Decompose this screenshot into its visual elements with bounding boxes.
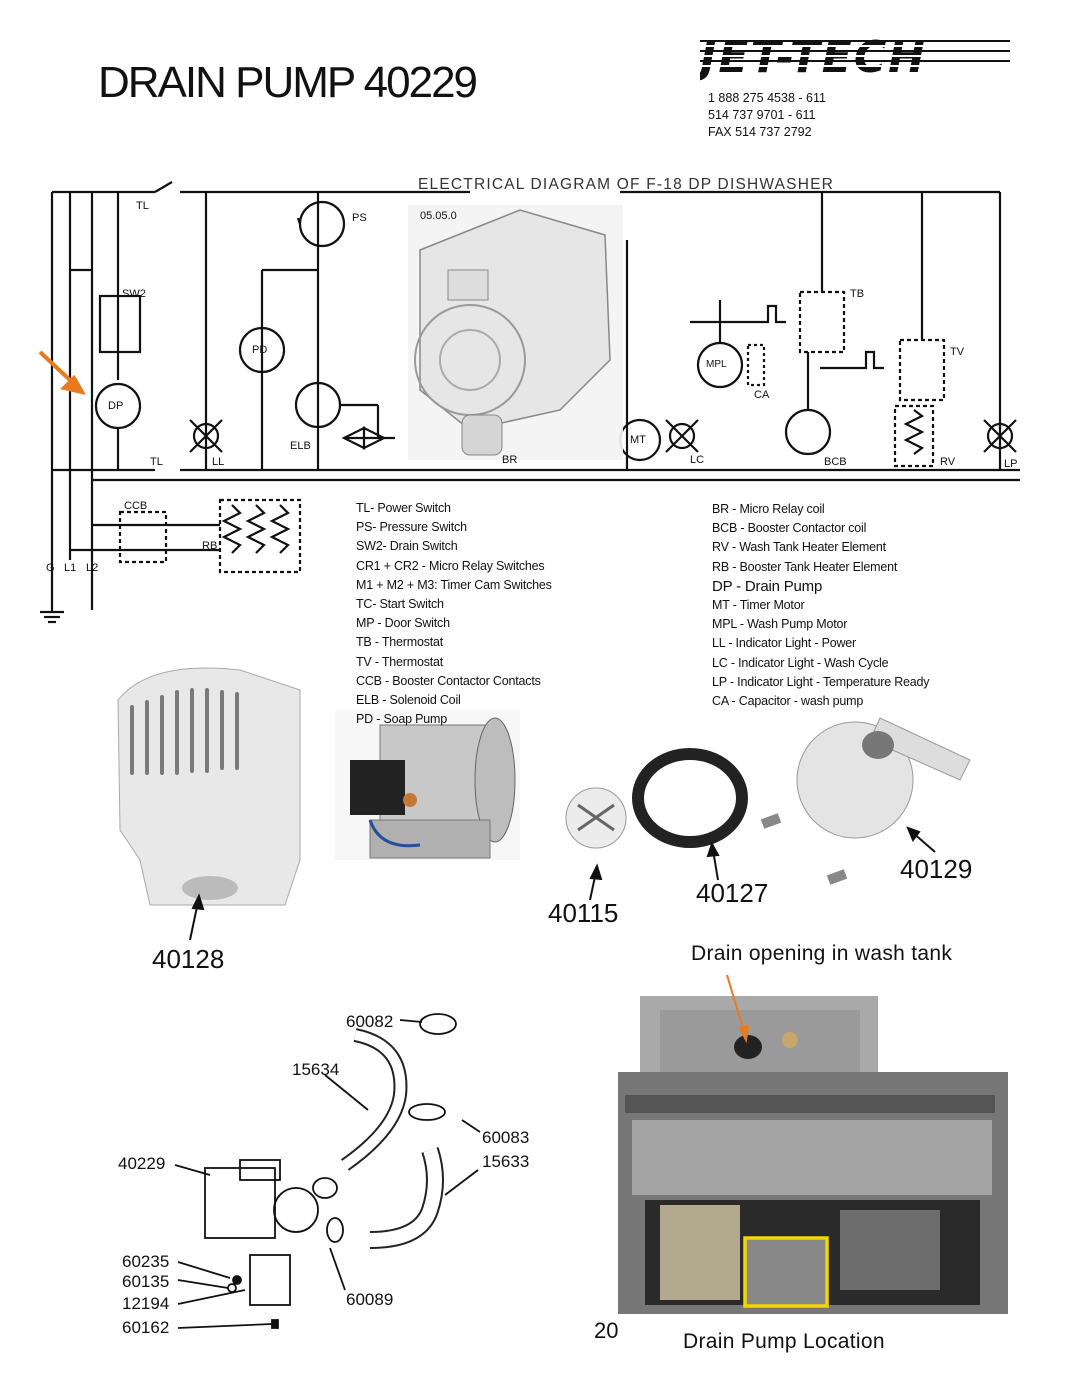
exploded-label: 60135: [122, 1272, 170, 1291]
legend-item: ELB - Solenoid Coil: [356, 693, 461, 708]
label-mt: MT: [630, 434, 646, 446]
orange-arrow: [38, 350, 86, 395]
exploded-label: 15634: [292, 1060, 340, 1079]
exploded-label: 60089: [346, 1290, 394, 1309]
legend-item: SW2- Drain Switch: [356, 539, 458, 554]
impeller-photo: [565, 787, 627, 849]
legend-item: MP - Door Switch: [356, 616, 450, 631]
label-rb: RB: [202, 540, 218, 552]
legend-item: M1 + M2 + M3: Timer Cam Switches: [356, 577, 552, 592]
part-number-40128: 40128: [152, 944, 225, 974]
label-tl-top: TL: [136, 200, 149, 212]
label-tv: TV: [950, 346, 965, 358]
exploded-label: 60082: [346, 1012, 394, 1031]
exploded-label: 60083: [482, 1128, 530, 1147]
legend-item: BCB - Booster Contactor coil: [712, 521, 867, 536]
legend-item: LL - Indicator Light - Power: [712, 636, 857, 651]
page-title: DRAIN PUMP 40229: [98, 58, 478, 107]
tank-photo: [618, 996, 1008, 1314]
exploded-label: 12194: [122, 1294, 170, 1313]
label-sw2: SW2: [122, 288, 146, 300]
label-ccb: CCB: [124, 500, 148, 512]
cover-photo-40128: [117, 667, 301, 906]
label-ps: PS: [352, 212, 367, 224]
label-g: G: [46, 562, 55, 574]
label-l1: L1: [64, 562, 77, 574]
legend-item: CA - Capacitor - wash pump: [712, 694, 864, 709]
label-pd: PD: [252, 344, 268, 356]
legend-item: TC- Start Switch: [356, 597, 444, 612]
label-ca: CA: [754, 389, 770, 401]
label-code: 05.05.0: [420, 210, 457, 222]
tank-arrow: [726, 974, 750, 1044]
label-dp: DP: [108, 400, 124, 412]
legend-item: LC - Indicator Light - Wash Cycle: [712, 655, 889, 670]
label-elb: ELB: [290, 440, 311, 452]
legend-item: CCB - Booster Contactor Contacts: [356, 673, 541, 688]
exploded-label: 40229: [118, 1154, 166, 1173]
label-mpl: MPL: [706, 359, 727, 370]
legend-item: BR - Micro Relay coil: [712, 502, 825, 516]
caption-drain-location: Drain Pump Location: [683, 1330, 885, 1353]
wiring-diagram: [40, 181, 1020, 624]
legend-item: MPL - Wash Pump Motor: [712, 617, 848, 632]
exploded-label: 60235: [122, 1252, 170, 1271]
legend-item: RB - Booster Tank Heater Element: [712, 559, 898, 574]
part-number-40115: 40115: [548, 898, 619, 928]
legend-item: LP - Indicator Light - Temperature Ready: [712, 674, 930, 689]
legend-item: PD - Soap Pump: [356, 712, 447, 727]
label-tb: TB: [850, 288, 865, 300]
part-number-40129: 40129: [900, 854, 973, 884]
label-tl-bottom: TL: [150, 456, 163, 468]
legend-item: TL- Power Switch: [356, 501, 451, 515]
label-rv: RV: [940, 456, 956, 468]
legend-right: BR - Micro Relay coil BCB - Booster Cont…: [712, 500, 930, 711]
label-br: BR: [502, 454, 518, 466]
exploded-view: [174, 1013, 481, 1329]
phone-2: 514 737 9701 - 611: [708, 108, 816, 122]
label-ll: LL: [212, 456, 225, 468]
fax: FAX 514 737 2792: [708, 125, 812, 139]
jet-tech-logo: JET-TECH: [692, 28, 1020, 87]
phone-1: 1 888 275 4538 - 611: [708, 91, 826, 105]
legend-item: DP - Drain Pump: [712, 577, 823, 595]
legend-item: MT - Timer Motor: [712, 598, 805, 613]
part-number-40127: 40127: [696, 878, 769, 908]
page-number: 20: [594, 1318, 619, 1343]
legend-item: TB - Thermostat: [356, 635, 444, 650]
legend-item: TV - Thermostat: [356, 654, 444, 669]
label-bcb: BCB: [824, 456, 847, 468]
caption-drain-opening: Drain opening in wash tank: [691, 942, 953, 965]
contact-block: 1 888 275 4538 - 611 514 737 9701 - 611 …: [708, 90, 826, 141]
pump-housing-photo: [760, 717, 971, 885]
motor-photo: [335, 710, 520, 860]
legend-item: PS- Pressure Switch: [356, 520, 467, 535]
exploded-label: 60162: [122, 1318, 170, 1337]
pump-photo-overlay: [408, 205, 623, 460]
part-arrows: [189, 826, 936, 941]
label-lp: LP: [1004, 458, 1018, 470]
label-lc: LC: [690, 454, 705, 466]
label-l2: L2: [86, 562, 99, 574]
legend-left: TL- Power Switch PS- Pressure Switch SW2…: [356, 499, 552, 729]
exploded-label: 15633: [482, 1152, 530, 1171]
legend-item: RV - Wash Tank Heater Element: [712, 540, 886, 555]
diagram-title: ELECTRICAL DIAGRAM OF F-18 DP DISHWASHER: [418, 176, 835, 193]
gasket-photo: [632, 748, 748, 848]
legend-item: CR1 + CR2 - Micro Relay Switches: [356, 558, 545, 573]
